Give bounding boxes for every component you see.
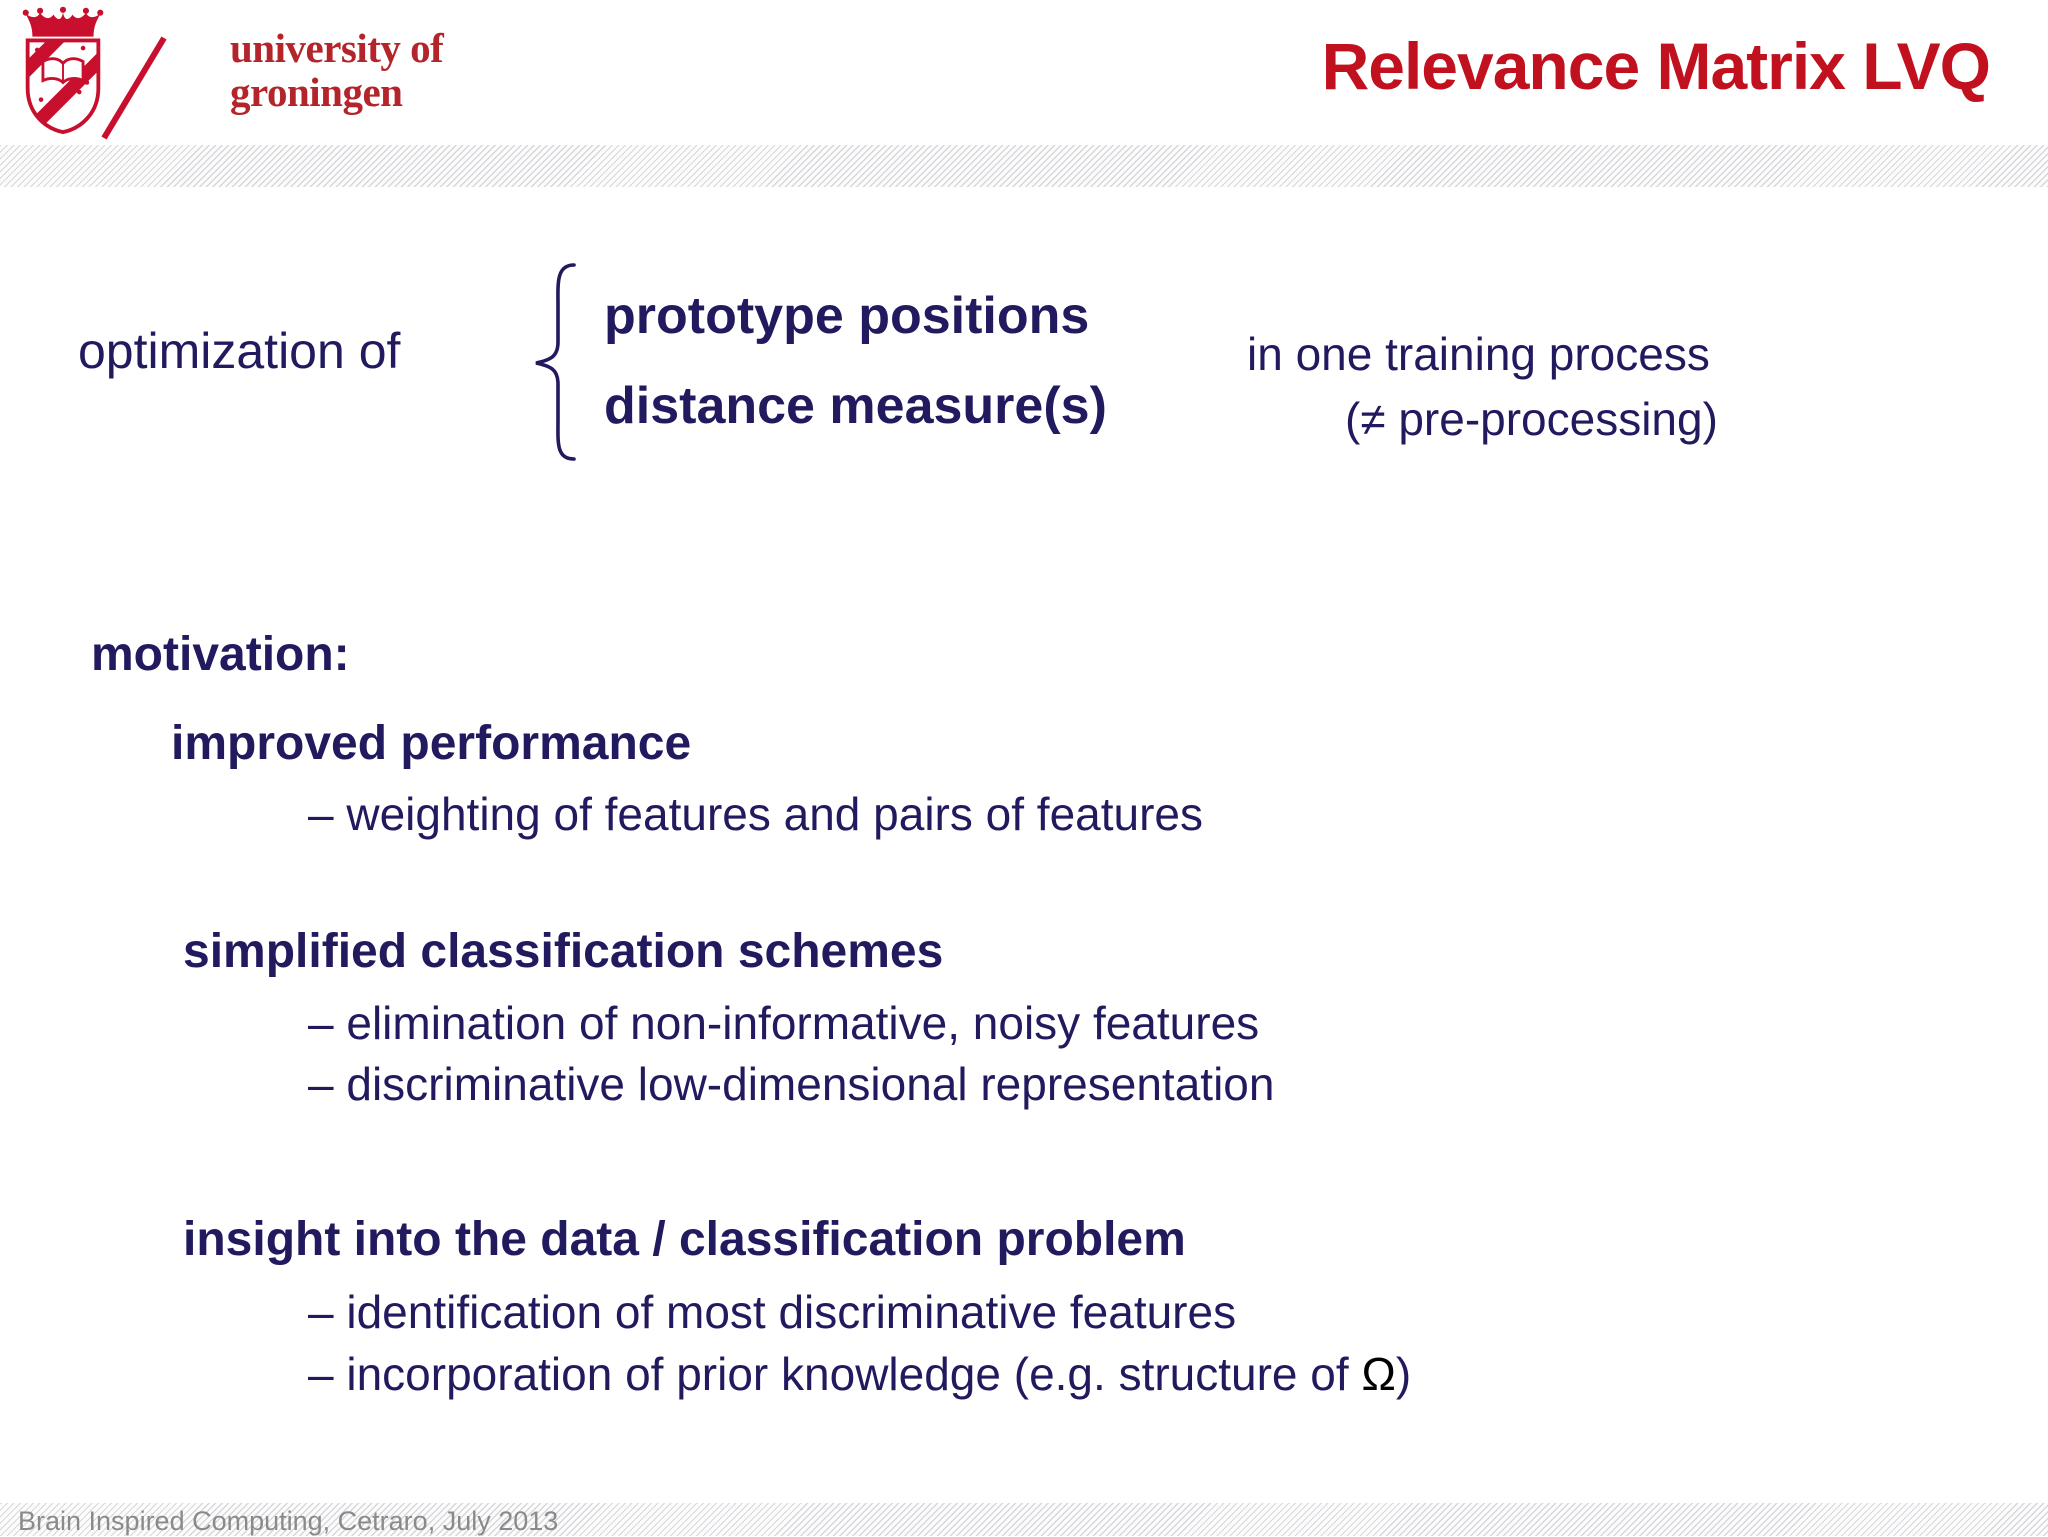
curly-brace [535, 263, 576, 461]
section-2-bullet-2: – discriminative low-dimensional represe… [308, 1058, 1275, 1110]
logo-wordmark: university of groningen [230, 25, 444, 115]
logo-wordmark-line2: groningen [230, 69, 403, 115]
optimization-item-2: distance measure(s) [604, 377, 1107, 435]
bullet-2-suffix: ) [1395, 1348, 1412, 1400]
section-1-title: improved performance [171, 717, 692, 770]
section-2-bullet-1: – elimination of non-informative, noisy … [308, 997, 1260, 1049]
logo-wordmark-line1: university of [230, 25, 444, 71]
section-2-title: simplified classification schemes [183, 925, 944, 978]
motivation-heading: motivation: [91, 628, 350, 681]
footer-text: Brain Inspired Computing, Cetraro, July … [18, 1506, 559, 1536]
bullet-2-prefix: – incorporation of prior knowledge (e.g.… [308, 1348, 1362, 1400]
omega-symbol: Ω [1361, 1348, 1396, 1400]
footer-hatch-band [0, 1503, 2048, 1536]
section-3-bullet-2: – incorporation of prior knowledge (e.g.… [308, 1347, 1411, 1401]
university-crest-logo [22, 6, 104, 135]
section-3-bullet-1: – identification of most discriminative … [308, 1286, 1237, 1338]
training-note-line1: in one training process [1247, 328, 1710, 380]
optimization-item-1: prototype positions [604, 287, 1090, 345]
logo-slash [101, 36, 167, 140]
optimization-label: optimization of [78, 323, 401, 379]
training-note-line2: (≠ pre-processing) [1345, 393, 1718, 445]
section-3-title: insight into the data / classification p… [183, 1213, 1186, 1266]
header-hatch-band [0, 145, 2048, 187]
slide-title: Relevance Matrix LVQ [1321, 29, 1991, 103]
section-1-bullet-1: – weighting of features and pairs of fea… [308, 788, 1204, 840]
